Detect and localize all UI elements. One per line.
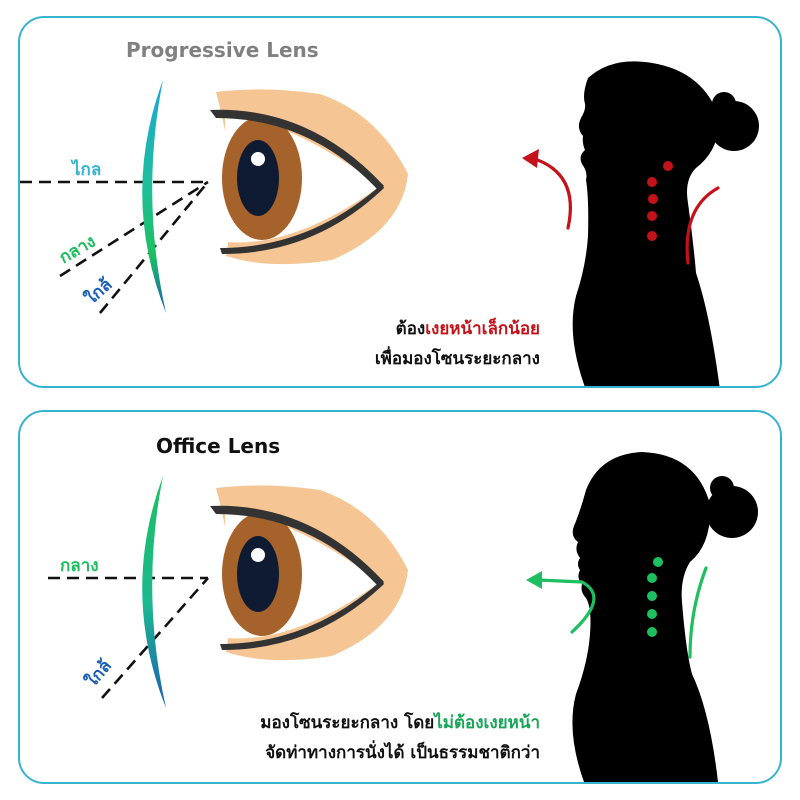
woman-silhouette-head-level — [572, 452, 758, 782]
office-lens — [142, 476, 166, 708]
eye — [210, 89, 408, 265]
upper-eyelid — [210, 505, 384, 586]
neck-line — [688, 566, 708, 659]
arrow-head-icon — [526, 571, 542, 589]
spine-dot — [647, 627, 657, 637]
lower-eyelid — [220, 580, 384, 650]
arrow-head-icon — [522, 149, 539, 168]
near-sight-line — [101, 577, 209, 699]
caption-line-1: ต้องเงยหน้าเล็กน้อย — [375, 314, 540, 344]
spine-dot — [647, 609, 657, 619]
spine-dot — [653, 557, 663, 567]
progressive-lens-illustration — [20, 61, 759, 386]
spine-dots — [647, 161, 673, 241]
mid-zone-label: กลาง — [60, 556, 99, 576]
office-lens-panel: Office Lens กลาง ใกล้ มองโซนระยะกลาง โดย… — [18, 410, 782, 784]
spine-dot — [647, 177, 657, 187]
pupil — [237, 536, 279, 612]
level-gaze-arrow — [536, 578, 596, 634]
eye — [210, 485, 408, 661]
caption-highlight: ไม่ต้องเงยหน้า — [434, 713, 540, 733]
spine-dot — [663, 161, 673, 171]
spine-dot — [647, 231, 657, 241]
head-tilt-arrow — [530, 156, 572, 230]
panel-title: Progressive Lens — [126, 38, 319, 62]
head-tilt-arrows — [530, 156, 720, 265]
caption-line-2: จัดท่าทางการนั่งได้ เป็นธรรมชาติกว่า — [265, 743, 540, 763]
progressive-lens-panel: Progressive Lens ไกล กลาง ใกล้ ต้องเงยหน… — [18, 16, 782, 388]
lower-eyelid — [220, 184, 384, 254]
sight-lines — [48, 576, 209, 699]
panel-title: Office Lens — [156, 434, 281, 458]
caption-prefix: ต้อง — [395, 319, 426, 339]
caption: ต้องเงยหน้าเล็กน้อย เพื่อมองโซนระยะกลาง — [375, 314, 540, 374]
eye-highlight — [251, 548, 265, 562]
caption-highlight: เงยหน้าเล็กน้อย — [425, 319, 540, 339]
pupil — [237, 140, 279, 216]
spine-dot — [647, 591, 657, 601]
eye-highlight — [251, 152, 265, 166]
progressive-lens — [142, 80, 166, 313]
upper-eyelid — [210, 109, 384, 190]
far-zone-label: ไกล — [72, 160, 102, 180]
spine-dot — [647, 573, 657, 583]
caption-line-1: มองโซนระยะกลาง โดยไม่ต้องเงยหน้า — [260, 708, 540, 738]
spine-dot — [648, 194, 658, 204]
caption-prefix: มองโซนระยะกลาง โดย — [260, 713, 435, 733]
mid-sight-line — [59, 180, 209, 278]
office-lens-illustration — [48, 452, 758, 782]
posture-lines — [536, 566, 708, 659]
spine-dots — [647, 557, 663, 637]
caption-line-2: เพื่อมองโซนระยะกลาง — [374, 349, 540, 369]
neck-strain-line — [685, 186, 720, 265]
spine-dot — [647, 211, 657, 221]
caption: มองโซนระยะกลาง โดยไม่ต้องเงยหน้า จัดท่าท… — [260, 708, 540, 768]
woman-silhouette-head-up — [572, 61, 759, 386]
